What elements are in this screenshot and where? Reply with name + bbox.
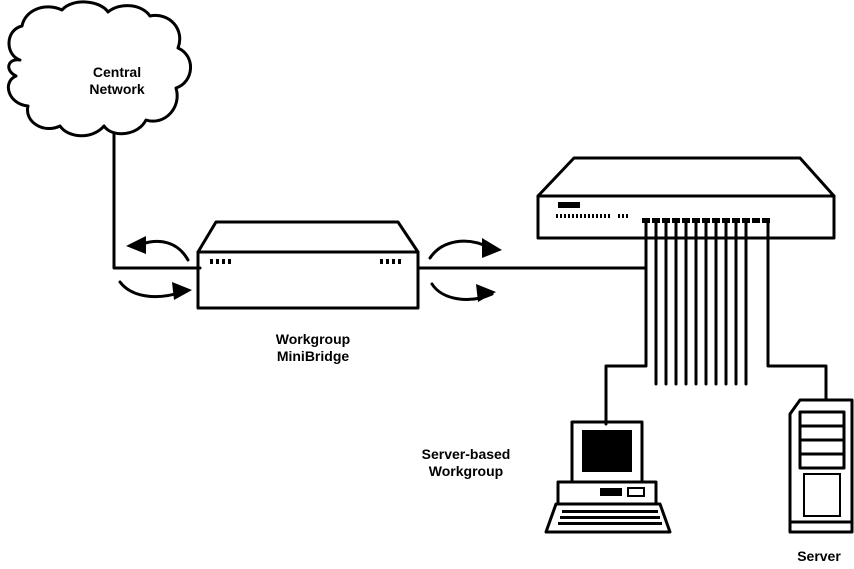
server-tower-icon [788, 398, 854, 534]
server-vent [803, 473, 841, 517]
connection-line-hub [416, 220, 648, 270]
label-workgroup-line1: Server-based [421, 446, 511, 462]
label-workgroup-minibridge: Workgroup MiniBridge [258, 331, 368, 365]
minibridge-left-ports [210, 259, 231, 264]
label-workgroup-line2: Workgroup [428, 463, 504, 479]
label-central-network-line1: Central [92, 64, 142, 80]
label-server-based-workgroup: Server-based Workgroup [406, 446, 526, 480]
label-central-network: Central Network [72, 64, 162, 98]
arrowhead-icon [476, 284, 496, 302]
label-minibridge-line2: MiniBridge [276, 348, 350, 364]
keyboard-keys [558, 510, 662, 525]
cloud-icon [6, 0, 192, 138]
hub-indicator-bar [558, 202, 580, 208]
hub-port-cables [654, 220, 748, 386]
curved-arrow-icon [428, 239, 492, 260]
label-server: Server [797, 548, 841, 564]
arrowhead-icon [482, 238, 502, 258]
connection-line-server [766, 220, 828, 402]
label-minibridge-line1: Workgroup [275, 331, 351, 347]
arrowhead-icon [126, 236, 146, 254]
connection-line-cloud [112, 131, 202, 270]
workstation-icon [544, 420, 672, 534]
arrowhead-icon [172, 282, 192, 300]
hub-led-row [556, 214, 628, 218]
workstation-screen [582, 430, 632, 472]
label-central-network-line2: Network [89, 81, 145, 97]
curved-arrow-icon [140, 239, 190, 262]
workstation-drive [600, 488, 622, 496]
connection-line-workstation [604, 266, 648, 426]
hub-ports [642, 218, 770, 223]
minibridge-right-ports [380, 259, 401, 264]
minibridge-device-icon [196, 220, 420, 310]
